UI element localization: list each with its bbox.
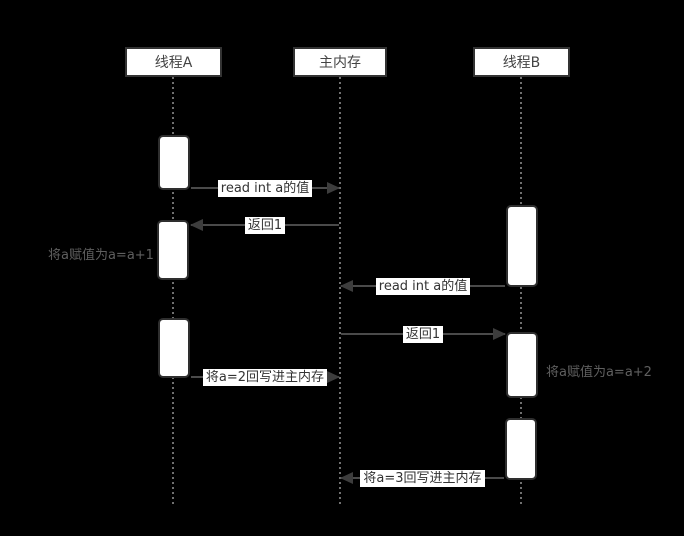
- message-label: read int a的值: [375, 277, 471, 295]
- activation-thread-a-2: [157, 220, 189, 280]
- arrowhead-right-icon: [327, 371, 340, 383]
- message-label: 将a=3回写进主内存: [360, 469, 485, 487]
- arrowhead-left-icon: [190, 219, 203, 231]
- message-read-a-from-thread-b: read int a的值: [340, 276, 506, 296]
- message-label: read int a的值: [217, 179, 313, 197]
- participant-label: 线程A: [154, 55, 193, 71]
- lifeline-thread-a: [172, 77, 174, 504]
- activation-thread-b-2: [506, 332, 538, 398]
- message-write-a3-to-memory: 将a=3回写进主内存: [340, 468, 505, 488]
- annotation-assign-a-plus-2: 将a赋值为a=a+2: [546, 365, 652, 380]
- message-return-1-to-thread-b: 返回1: [340, 324, 506, 344]
- message-write-a2-to-memory: 将a=2回写进主内存: [190, 367, 340, 387]
- message-label: 将a=2回写进主内存: [202, 368, 328, 386]
- message-read-a-from-thread-a: read int a的值: [190, 178, 340, 198]
- activation-thread-b-1: [506, 205, 538, 287]
- participant-thread-b: 线程B: [473, 47, 570, 77]
- participant-label: 线程B: [502, 55, 541, 71]
- activation-thread-a-3: [158, 318, 190, 378]
- activation-thread-b-3: [505, 418, 537, 480]
- arrowhead-right-icon: [493, 328, 506, 340]
- arrowhead-right-icon: [327, 182, 340, 194]
- participant-thread-a: 线程A: [125, 47, 222, 77]
- message-return-1-to-thread-a: 返回1: [190, 215, 340, 235]
- arrowhead-left-icon: [340, 280, 353, 292]
- annotation-assign-a-plus-1: 将a赋值为a=a+1: [48, 248, 154, 263]
- activation-thread-a-1: [158, 135, 190, 190]
- participant-label: 主内存: [319, 55, 361, 71]
- arrowhead-left-icon: [340, 472, 353, 484]
- message-label: 返回1: [402, 325, 444, 343]
- participant-main-memory: 主内存: [293, 47, 387, 77]
- lifeline-thread-b: [520, 77, 522, 504]
- message-label: 返回1: [244, 216, 286, 234]
